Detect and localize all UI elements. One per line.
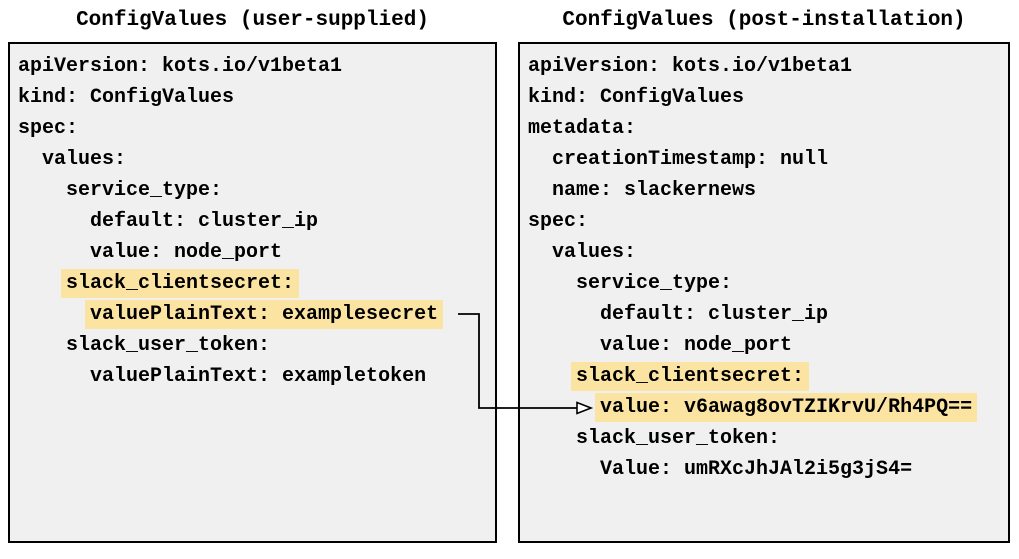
line-text: creationTimestamp: null bbox=[552, 148, 829, 171]
code-line: metadata: bbox=[528, 113, 1008, 144]
line-text: value: node_port bbox=[600, 334, 793, 357]
line-indent bbox=[18, 334, 66, 357]
line-text: slack_user_token: bbox=[66, 334, 271, 357]
code-line: value: node_port bbox=[528, 330, 1008, 361]
line-text: service_type: bbox=[576, 272, 733, 295]
line-text: value: node_port bbox=[90, 241, 283, 264]
highlighted-line-text: slack_clientsecret: bbox=[576, 362, 805, 391]
line-text: apiVersion: kots.io/v1beta1 bbox=[528, 55, 853, 78]
line-text: kind: ConfigValues bbox=[528, 86, 745, 109]
code-line: name: slackernews bbox=[528, 175, 1008, 206]
code-line: kind: ConfigValues bbox=[528, 82, 1008, 113]
line-indent bbox=[18, 365, 90, 388]
line-indent bbox=[528, 303, 600, 326]
line-indent bbox=[528, 179, 552, 202]
code-line: default: cluster_ip bbox=[18, 206, 495, 237]
code-line: Value: umRXcJhJAl2i5g3jS4= bbox=[528, 454, 1008, 485]
line-indent bbox=[18, 148, 42, 171]
line-text: Value: umRXcJhJAl2i5g3jS4= bbox=[600, 458, 913, 481]
line-indent bbox=[18, 210, 90, 233]
line-text: values: bbox=[552, 241, 637, 264]
right-panel-title: ConfigValues (post-installation) bbox=[562, 9, 966, 32]
line-indent bbox=[528, 241, 552, 264]
code-line: apiVersion: kots.io/v1beta1 bbox=[18, 51, 495, 82]
line-text: apiVersion: kots.io/v1beta1 bbox=[18, 55, 343, 78]
code-line: value: node_port bbox=[18, 237, 495, 268]
code-line: spec: bbox=[528, 206, 1008, 237]
line-text: service_type: bbox=[66, 179, 223, 202]
code-line: slack_user_token: bbox=[528, 423, 1008, 454]
line-indent bbox=[528, 365, 576, 388]
line-text: default: cluster_ip bbox=[600, 303, 829, 326]
line-text: spec: bbox=[18, 117, 79, 140]
line-text: valuePlainText: exampletoken bbox=[90, 365, 427, 388]
code-line: kind: ConfigValues bbox=[18, 82, 495, 113]
line-indent bbox=[18, 272, 66, 295]
line-indent bbox=[528, 427, 576, 450]
line-indent bbox=[18, 303, 90, 326]
line-text: kind: ConfigValues bbox=[18, 86, 235, 109]
line-indent bbox=[528, 272, 576, 295]
code-line-highlighted: value: v6awag8ovTZIKrvU/Rh4PQ== bbox=[528, 392, 1008, 423]
line-text: slack_user_token: bbox=[576, 427, 781, 450]
left-config-box: apiVersion: kots.io/v1beta1 kind: Config… bbox=[8, 42, 497, 543]
code-line: values: bbox=[528, 237, 1008, 268]
code-line-highlighted: slack_clientsecret: bbox=[528, 361, 1008, 392]
line-text: default: cluster_ip bbox=[90, 210, 319, 233]
highlighted-line-text: valuePlainText: examplesecret bbox=[90, 300, 439, 329]
code-line: values: bbox=[18, 144, 495, 175]
line-indent bbox=[528, 396, 600, 419]
code-line: default: cluster_ip bbox=[528, 299, 1008, 330]
code-line: slack_user_token: bbox=[18, 330, 495, 361]
line-indent bbox=[528, 334, 600, 357]
code-line: spec: bbox=[18, 113, 495, 144]
code-line: service_type: bbox=[528, 268, 1008, 299]
line-text: spec: bbox=[528, 210, 589, 233]
line-text: name: slackernews bbox=[552, 179, 757, 202]
code-line: service_type: bbox=[18, 175, 495, 206]
code-line-highlighted: slack_clientsecret: bbox=[18, 268, 495, 299]
code-line-highlighted: valuePlainText: examplesecret bbox=[18, 299, 495, 330]
line-indent bbox=[18, 241, 90, 264]
code-line: apiVersion: kots.io/v1beta1 bbox=[528, 51, 1008, 82]
code-line: creationTimestamp: null bbox=[528, 144, 1008, 175]
highlighted-line-text: slack_clientsecret: bbox=[66, 269, 295, 298]
line-indent bbox=[528, 148, 552, 171]
line-text: metadata: bbox=[528, 117, 637, 140]
line-text: values: bbox=[42, 148, 127, 171]
highlighted-line-text: value: v6awag8ovTZIKrvU/Rh4PQ== bbox=[600, 393, 973, 422]
line-indent bbox=[18, 179, 66, 202]
right-config-box: apiVersion: kots.io/v1beta1 kind: Config… bbox=[518, 42, 1010, 543]
code-line: valuePlainText: exampletoken bbox=[18, 361, 495, 392]
left-panel-title: ConfigValues (user-supplied) bbox=[76, 9, 429, 32]
line-indent bbox=[528, 458, 600, 481]
